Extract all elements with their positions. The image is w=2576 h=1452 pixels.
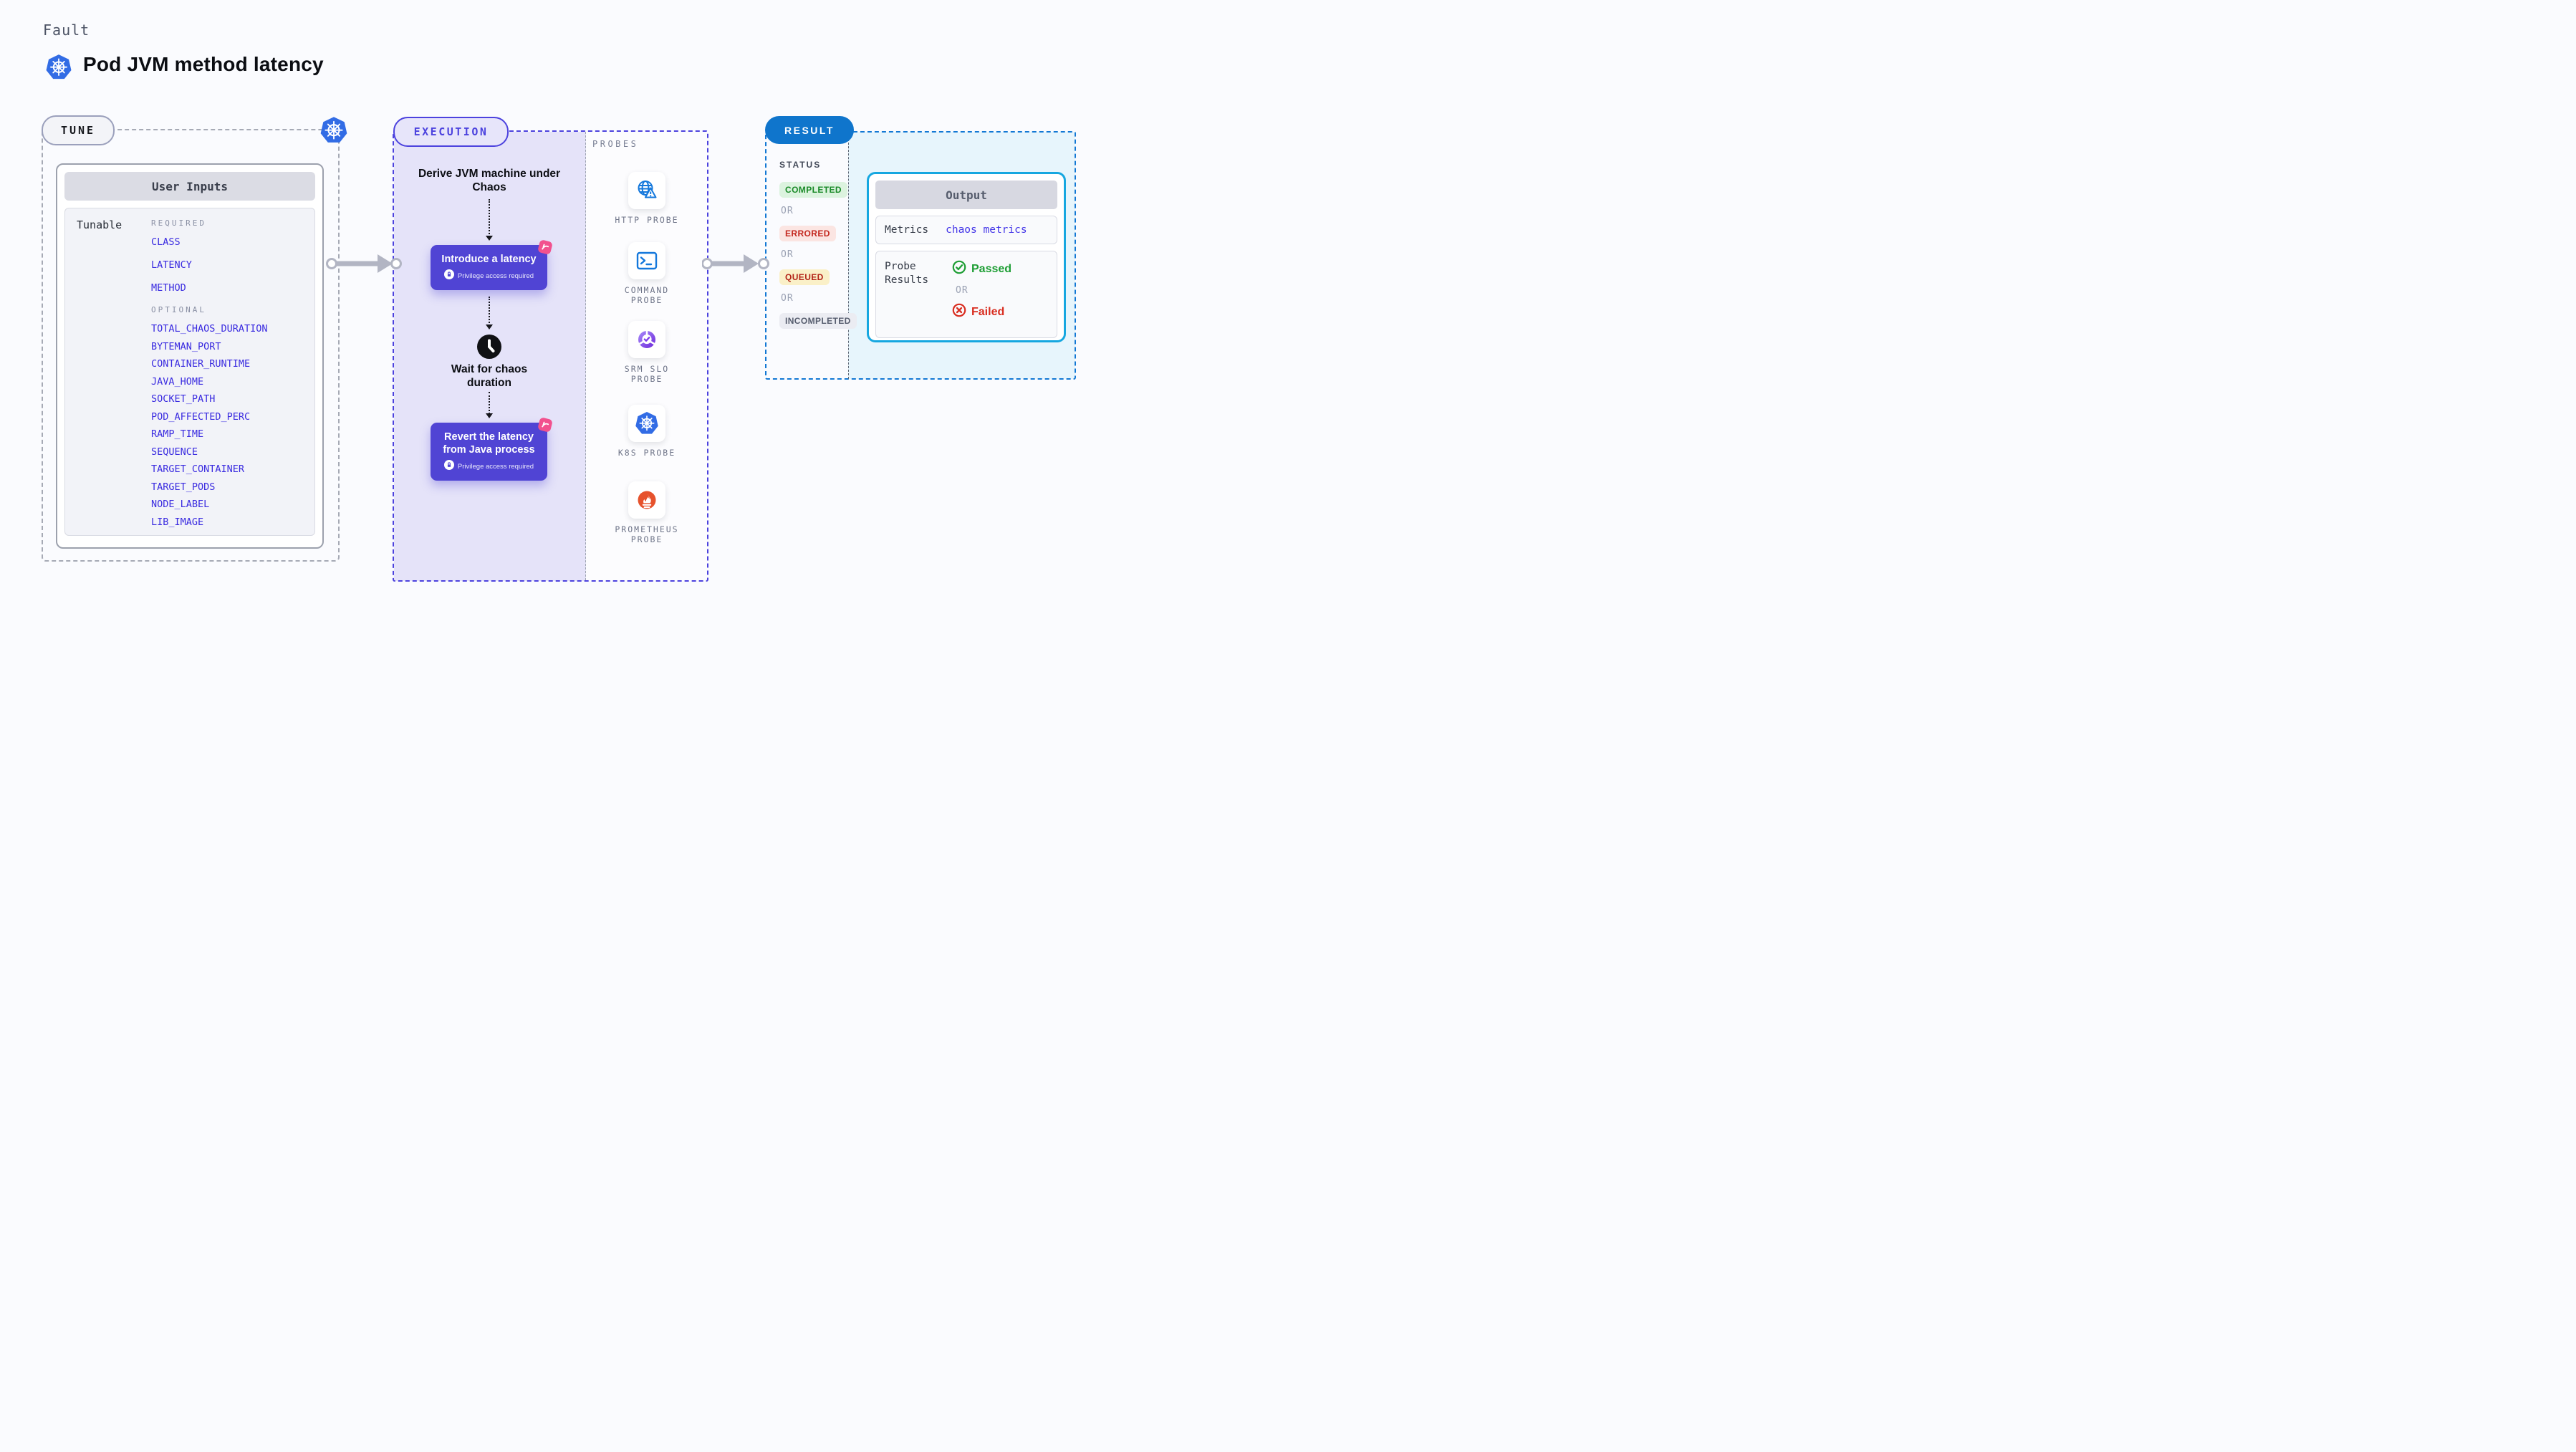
- flow-connector: [485, 199, 493, 241]
- check-circle-icon: [952, 260, 966, 278]
- tunable-row-label: Tunable: [77, 218, 122, 231]
- tunable-link[interactable]: POD_AFFECTED_PERC: [151, 410, 251, 423]
- status-badge-errored: ERRORED: [779, 226, 836, 241]
- tunable-link[interactable]: LIB_IMAGE: [151, 516, 204, 528]
- execution-section-border: [393, 130, 708, 582]
- required-heading: REQUIRED: [151, 218, 206, 228]
- step-title: Revert the latency from Java process: [443, 431, 535, 456]
- probe-label: PROBE: [630, 534, 663, 544]
- flow-arrow-icon: [326, 254, 402, 273]
- probes-heading: PROBES: [592, 139, 639, 149]
- tunable-link[interactable]: TARGET_PODS: [151, 481, 216, 493]
- metrics-value: chaos metrics: [946, 224, 1027, 236]
- fault-kicker: Fault: [43, 21, 90, 39]
- wait-step-label: Wait for chaos duration: [451, 363, 528, 389]
- probe-label: SRM SLO: [624, 364, 670, 374]
- chaos-badge-icon: [537, 416, 554, 437]
- terminal-icon: [628, 242, 665, 279]
- kubernetes-icon: [44, 52, 73, 86]
- flow-connector: [485, 392, 493, 418]
- clock-icon: [476, 334, 502, 363]
- probe-results-label: Probe Results: [885, 261, 929, 286]
- probe-label: HTTP PROBE: [615, 215, 679, 225]
- result-divider: [848, 132, 849, 379]
- probe-item: HTTP PROBE: [590, 172, 704, 225]
- lock-icon: [443, 269, 454, 283]
- kubernetes-icon: [319, 115, 349, 150]
- tune-section-border: [42, 129, 340, 562]
- optional-heading: OPTIONAL: [151, 305, 206, 314]
- or-label: OR: [781, 206, 794, 216]
- flow-connector: [485, 297, 493, 330]
- or-label: OR: [781, 293, 794, 304]
- privilege-note: Privilege access required: [457, 272, 534, 280]
- step-title: Introduce a latency: [441, 254, 537, 265]
- x-circle-icon: [952, 303, 966, 321]
- tunable-link[interactable]: LATENCY: [151, 259, 192, 271]
- privilege-note: Privilege access required: [457, 463, 534, 471]
- fault-diagram-page: Fault Pod JVM method latency TUNE User I…: [0, 0, 1118, 633]
- tunable-link[interactable]: SOCKET_PATH: [151, 393, 216, 405]
- probe-label: PROBE: [630, 374, 663, 384]
- probe-label: COMMAND: [624, 285, 670, 295]
- lock-icon: [443, 460, 454, 473]
- tunable-link[interactable]: TOTAL_CHAOS_DURATION: [151, 323, 268, 335]
- output-card: Output Metrics chaos metrics Probe Resul…: [867, 172, 1066, 342]
- prometheus-icon: [628, 481, 665, 519]
- tunable-link[interactable]: SEQUENCE: [151, 446, 198, 458]
- probes-divider: [585, 132, 586, 580]
- execution-pill: EXECUTION: [393, 117, 509, 147]
- tunable-link[interactable]: RAMP_TIME: [151, 428, 204, 440]
- or-label: OR: [956, 285, 969, 296]
- status-badge-queued: QUEUED: [779, 269, 830, 285]
- metrics-row: Metrics chaos metrics: [875, 216, 1057, 244]
- introduce-latency-step: Introduce a latency Privilege access req…: [431, 240, 552, 290]
- tunable-link[interactable]: CLASS: [151, 236, 181, 248]
- probe-label: PROBE: [630, 295, 663, 305]
- tunables-panel: Tunable REQUIRED CLASS LATENCY METHOD OP…: [64, 208, 315, 536]
- status-column: STATUS COMPLETED OR ERRORED OR QUEUED OR…: [779, 160, 857, 329]
- globe-alert-icon: [628, 172, 665, 209]
- revert-latency-step: Revert the latency from Java process Pri…: [431, 418, 552, 481]
- result-section-border: [765, 131, 1076, 380]
- status-badge-incompleted: INCOMPLETED: [779, 313, 857, 329]
- page-title: Pod JVM method latency: [83, 53, 324, 75]
- tune-pill: TUNE: [42, 115, 115, 145]
- slo-gauge-icon: [628, 321, 665, 358]
- passed-label: Passed: [971, 262, 1012, 275]
- chaos-badge-icon: [537, 239, 554, 259]
- user-inputs-title: User Inputs: [64, 172, 315, 201]
- probe-item: K8S PROBE: [590, 405, 704, 458]
- user-inputs-card: User Inputs Tunable REQUIRED CLASS LATEN…: [56, 163, 324, 549]
- tunable-link[interactable]: JAVA_HOME: [151, 375, 204, 388]
- output-title: Output: [875, 181, 1057, 209]
- probe-label: K8S PROBE: [617, 448, 676, 458]
- metrics-label: Metrics: [885, 224, 929, 236]
- status-badge-completed: COMPLETED: [779, 182, 847, 198]
- kubernetes-icon: [628, 405, 665, 442]
- status-heading: STATUS: [779, 160, 822, 170]
- tunable-link[interactable]: CONTAINER_RUNTIME: [151, 358, 251, 370]
- or-label: OR: [781, 249, 794, 260]
- failed-label: Failed: [971, 305, 1005, 318]
- tunable-link[interactable]: NODE_LABEL: [151, 499, 210, 510]
- flow-arrow-icon: [702, 254, 769, 273]
- derive-step-label: Derive JVM machine under Chaos: [418, 168, 561, 193]
- probe-label: PROMETHEUS: [615, 524, 679, 534]
- result-pill: RESULT: [765, 116, 854, 144]
- tunable-link[interactable]: BYTEMAN_PORT: [151, 340, 221, 352]
- probe-results-row: Probe Results Passed OR: [875, 251, 1057, 338]
- tunable-link[interactable]: TARGET_CONTAINER: [151, 463, 245, 475]
- tunable-link[interactable]: METHOD: [151, 282, 186, 294]
